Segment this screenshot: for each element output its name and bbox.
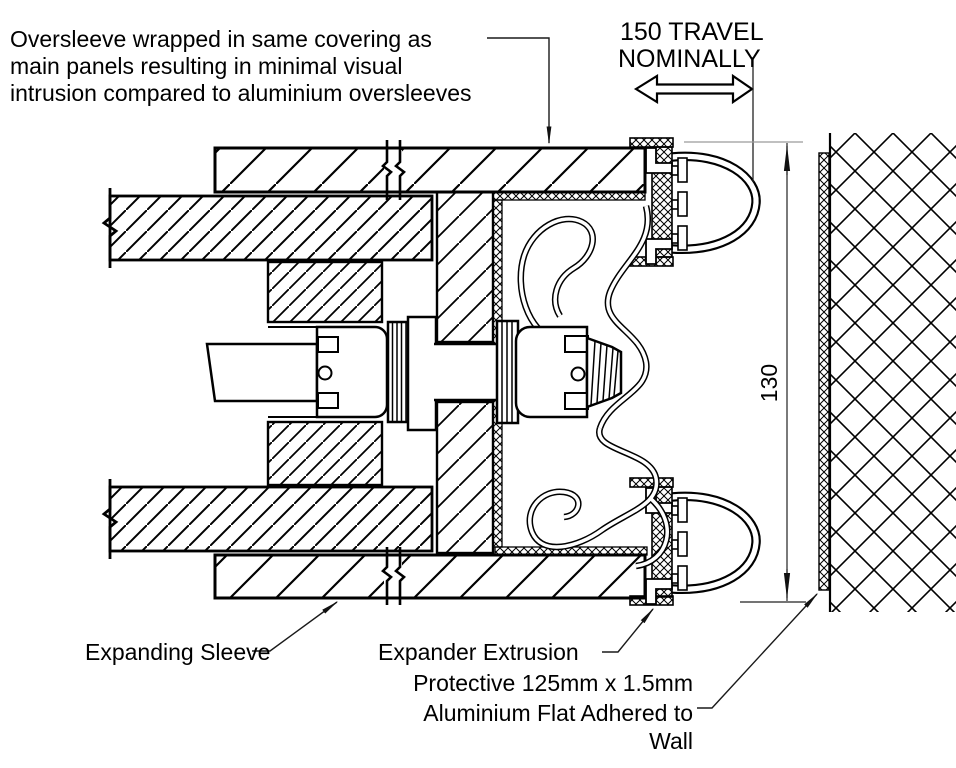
annotations: Oversleeve wrapped in same covering as m… [10,18,782,754]
expander-extrusion-leader [602,607,654,653]
travel-label-line-2: NOMINALLY [618,45,761,73]
expanding-sleeve-label: Expanding Sleeve [85,639,270,665]
break-line [394,140,406,200]
protective-label-line-2: Aluminium Flat Adhered to [423,700,693,726]
expanding-sleeve-leader [252,601,339,652]
oversleeve-note-line-1: Oversleeve wrapped in same covering as [10,26,432,52]
protective-aluminium-flat [818,152,830,591]
break-line [381,140,393,200]
wall-section [828,133,956,612]
ribbed-bush [386,320,410,424]
travel-label-line-1: 150 TRAVEL [620,18,764,46]
fabric-covering [517,205,671,570]
wall-flat-leader [697,592,819,709]
oversleeve-note-line-3: intrusion compared to aluminium overslee… [10,80,472,106]
leader-lines [252,37,819,709]
note-leader [487,37,552,145]
break-gap [384,557,402,596]
extrusion-ribs [671,497,688,591]
bolt-shaft-left [205,342,319,403]
center-spacer-blocks [266,190,495,555]
top-oversleeve-panel [213,140,647,200]
bolt-hole [570,366,586,382]
break-gap [384,150,402,190]
adjustment-bolt-assembly [205,315,623,432]
break-line [101,188,119,268]
top-main-panel [101,188,434,268]
bolt-hole [317,365,333,381]
oversleeve-note-line-2: main panels resulting in minimal visual [10,53,402,79]
dimension-130-label: 130 [756,364,782,402]
protective-label-line-1: Protective 125mm x 1.5mm [413,670,693,696]
bottom-expander-extrusion [629,477,761,606]
bottom-main-panel [101,479,434,559]
height-dimension-130 [684,141,806,603]
protective-label-line-3: Wall [649,728,693,754]
clamp-plate [406,315,438,432]
bottom-oversleeve-panel [213,547,647,605]
extrusion-ribs [671,157,688,251]
expander-extrusion-label: Expander Extrusion [378,639,579,665]
top-expander-extrusion [629,137,761,267]
break-line [394,547,406,605]
travel-arrow-icon [633,73,754,105]
break-line [101,479,119,559]
travel-dimension [633,57,754,182]
break-line [381,547,393,605]
